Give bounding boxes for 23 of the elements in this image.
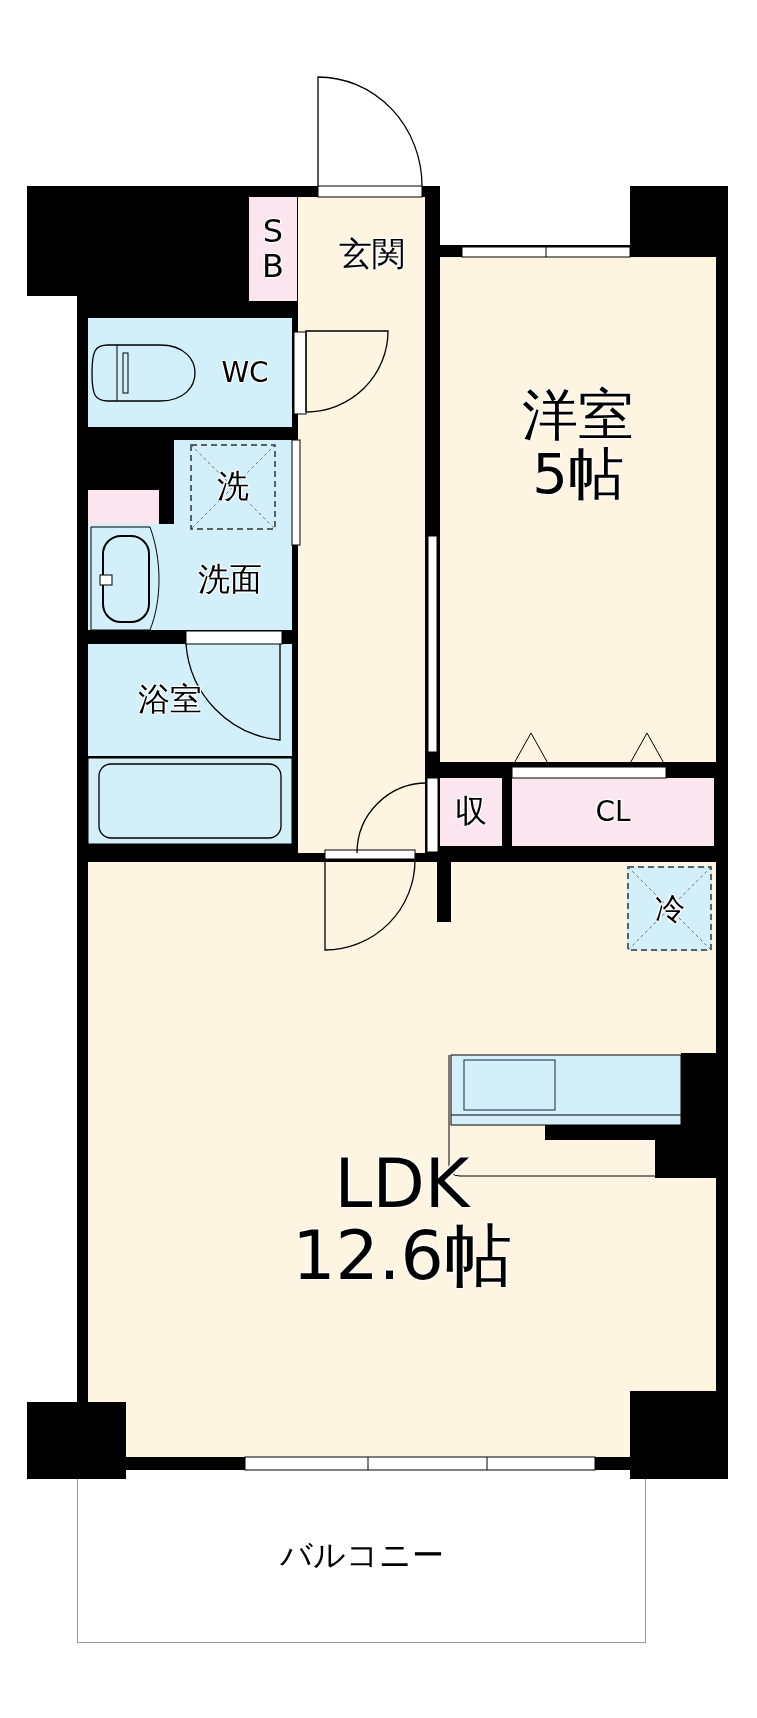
room-name: 洋室 bbox=[522, 385, 634, 445]
room-area bbox=[440, 257, 716, 762]
room-label: 玄関 bbox=[338, 237, 405, 272]
room-label: CL bbox=[595, 797, 631, 827]
room-name: LDK bbox=[334, 1148, 470, 1220]
appliance-space bbox=[190, 444, 276, 530]
room-label: バルコニー bbox=[279, 1539, 444, 1573]
room-size: 5帖 bbox=[532, 444, 624, 504]
storage-box bbox=[88, 490, 159, 524]
room-area bbox=[249, 197, 297, 301]
room-size: 12.6帖 bbox=[292, 1219, 512, 1291]
room-area bbox=[88, 644, 292, 756]
room-label: SB bbox=[261, 213, 285, 285]
room-label: WC bbox=[221, 357, 269, 388]
room-area bbox=[512, 778, 714, 846]
room-area bbox=[440, 778, 502, 846]
appliance-space bbox=[627, 866, 712, 951]
room-label: 冷 bbox=[654, 892, 685, 925]
room-area bbox=[298, 197, 425, 312]
room-label: 洗面 bbox=[198, 563, 262, 597]
room-label: 収 bbox=[455, 795, 487, 829]
room-label: 洗 bbox=[217, 470, 249, 504]
room-label: 浴室 bbox=[138, 683, 202, 717]
